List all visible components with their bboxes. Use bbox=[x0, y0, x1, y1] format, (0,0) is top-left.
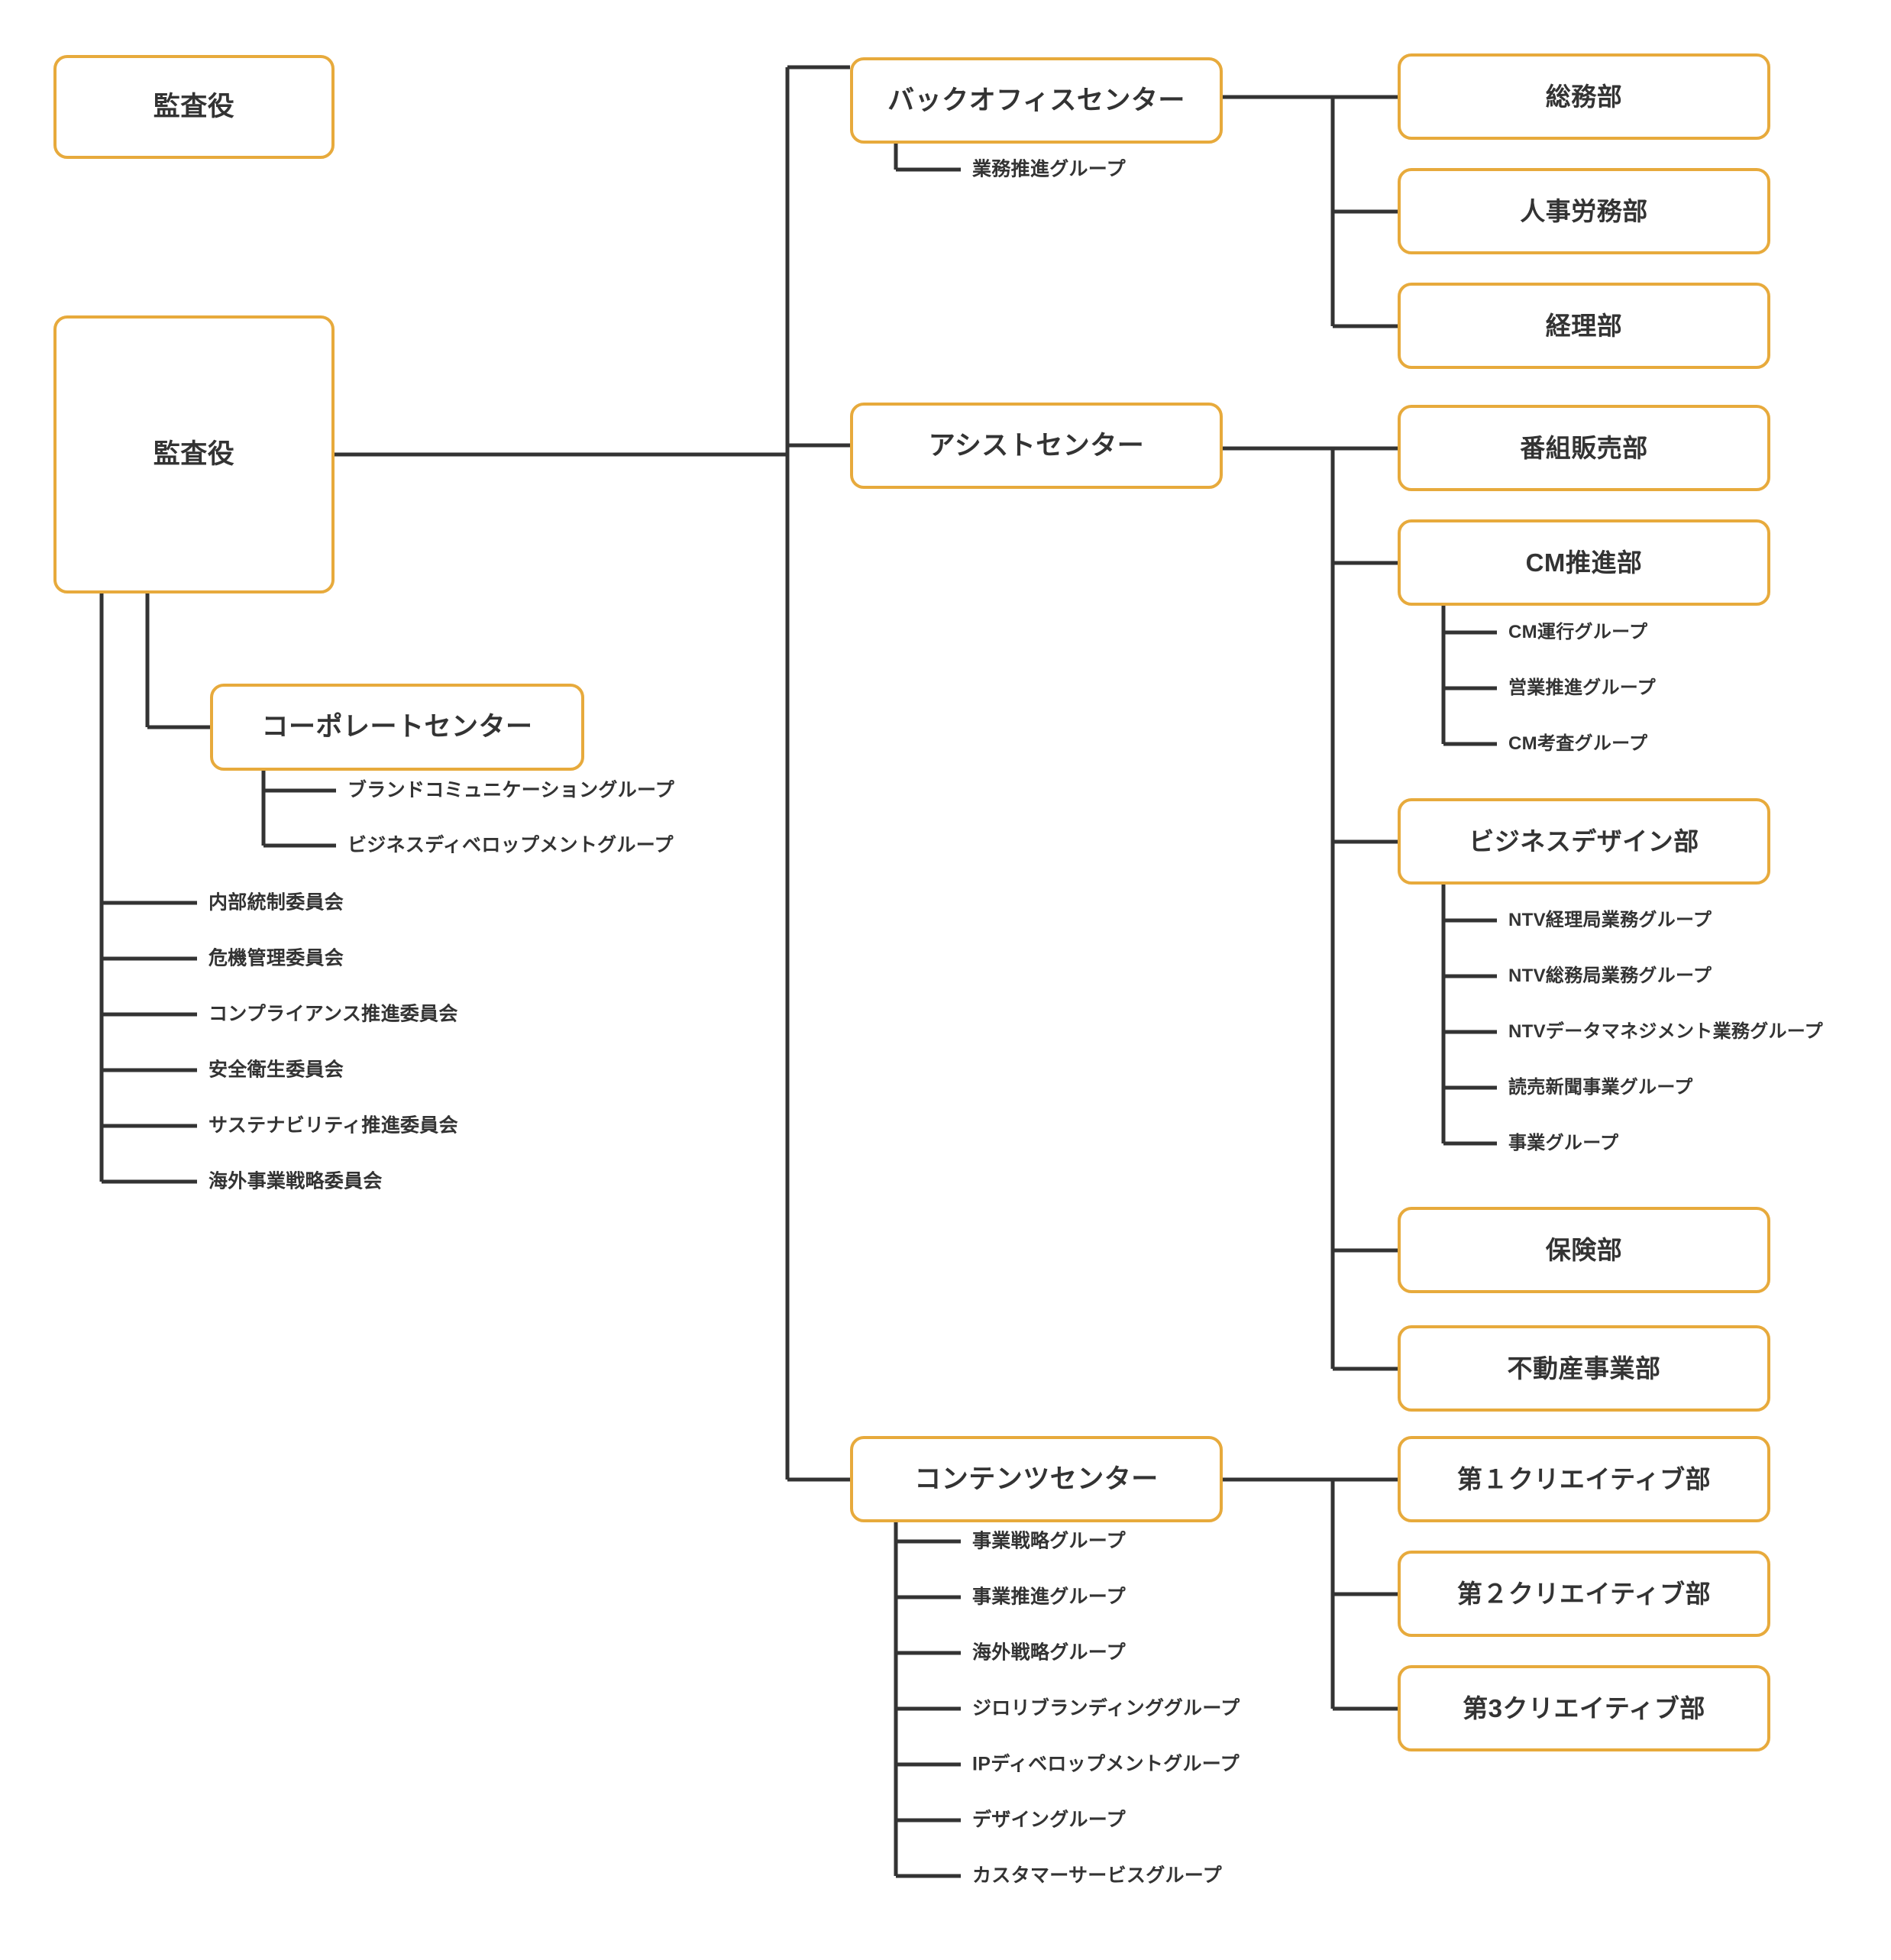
leaf-business-strategy-group: 事業戦略グループ bbox=[972, 1530, 1126, 1552]
node-cm-promotion-dept[interactable]: CM推進部 bbox=[1398, 519, 1770, 606]
leaf-sustainability-committee: サステナビリティ推進委員会 bbox=[208, 1114, 458, 1137]
node-auditor-top[interactable]: 監査役 bbox=[53, 55, 335, 159]
node-general-affairs-dept[interactable]: 総務部 bbox=[1398, 53, 1770, 140]
leaf-overseas-strategy-group: 海外戦略グループ bbox=[972, 1641, 1126, 1664]
leaf-customer-service-group: カスタマーサービスグループ bbox=[972, 1865, 1222, 1887]
leaf-yomiuri-business-group: 読売新聞事業グループ bbox=[1508, 1077, 1693, 1098]
leaf-business-group: 事業グループ bbox=[1508, 1133, 1619, 1153]
node-insurance-dept[interactable]: 保険部 bbox=[1398, 1207, 1770, 1293]
node-program-sales-dept[interactable]: 番組販売部 bbox=[1398, 405, 1770, 491]
node-auditor-main[interactable]: 監査役 bbox=[53, 315, 335, 593]
node-hr-labor-dept[interactable]: 人事労務部 bbox=[1398, 168, 1770, 254]
node-creative-dept-3[interactable]: 第3クリエイティブ部 bbox=[1398, 1665, 1770, 1751]
leaf-overseas-strategy-committee: 海外事業戦略委員会 bbox=[208, 1170, 383, 1192]
leaf-safety-health-committee: 安全衛生委員会 bbox=[208, 1059, 344, 1081]
node-real-estate-dept[interactable]: 不動産事業部 bbox=[1398, 1325, 1770, 1412]
node-back-office-center[interactable]: バックオフィスセンター bbox=[850, 57, 1223, 144]
leaf-gyomu-suishin-group: 業務推進グループ bbox=[972, 158, 1126, 180]
leaf-crisis-management-committee: 危機管理委員会 bbox=[208, 947, 344, 969]
leaf-ntv-general-affairs-group: NTV総務局業務グループ bbox=[1508, 965, 1712, 986]
leaf-business-development-group: ビジネスディベロップメントグループ bbox=[347, 834, 674, 856]
node-business-design-dept[interactable]: ビジネスデザイン部 bbox=[1398, 798, 1770, 885]
leaf-ip-development-group: IPディベロップメントグループ bbox=[972, 1753, 1240, 1775]
leaf-sales-promotion-group: 営業推進グループ bbox=[1508, 678, 1656, 698]
leaf-brand-communication-group: ブランドコミュニケーショングループ bbox=[347, 779, 675, 801]
node-contents-center[interactable]: コンテンツセンター bbox=[850, 1436, 1223, 1522]
leaf-ntv-accounting-group: NTV経理局業務グループ bbox=[1508, 910, 1712, 930]
leaf-internal-control-committee: 内部統制委員会 bbox=[208, 891, 344, 914]
leaf-cm-review-group: CM考査グループ bbox=[1508, 733, 1648, 754]
leaf-compliance-committee: コンプライアンス推進委員会 bbox=[208, 1003, 458, 1025]
node-corporate-center[interactable]: コーポレートセンター bbox=[210, 684, 584, 771]
node-creative-dept-1[interactable]: 第１クリエイティブ部 bbox=[1398, 1436, 1770, 1522]
leaf-designing-group: デザイングループ bbox=[972, 1809, 1126, 1831]
leaf-jirori-branding-group: ジロリブランディンググループ bbox=[972, 1697, 1240, 1719]
leaf-business-promotion-group: 事業推進グループ bbox=[972, 1586, 1126, 1608]
leaf-cm-operations-group: CM運行グループ bbox=[1508, 622, 1648, 642]
node-assist-center[interactable]: アシストセンター bbox=[850, 403, 1223, 489]
node-creative-dept-2[interactable]: 第２クリエイティブ部 bbox=[1398, 1551, 1770, 1637]
leaf-ntv-data-management-group: NTVデータマネジメント業務グループ bbox=[1508, 1021, 1823, 1042]
node-accounting-dept[interactable]: 経理部 bbox=[1398, 283, 1770, 369]
